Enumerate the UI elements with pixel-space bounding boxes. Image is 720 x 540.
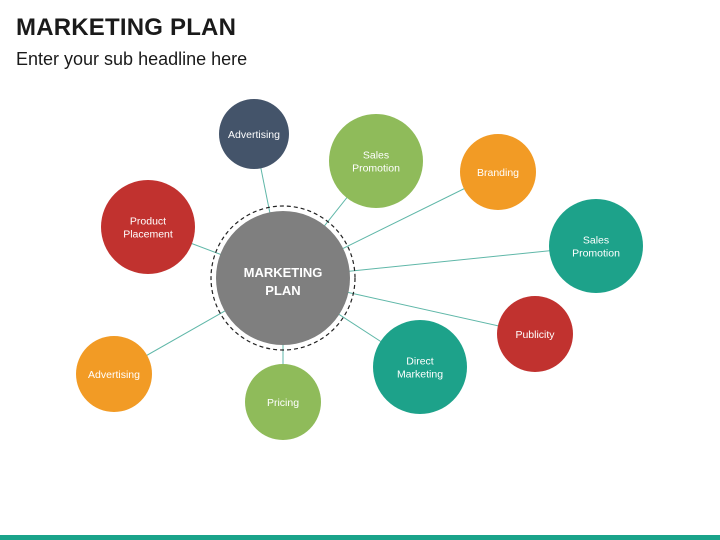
node-label: Pricing [267,397,299,409]
node-circle [101,180,195,274]
node-circle [373,320,467,414]
page-title: MARKETING PLAN [16,14,237,41]
node-label: Advertising [228,129,280,141]
page-subtitle: Enter your sub headline here [16,49,248,69]
node-label: Promotion [572,248,620,260]
node-label: Promotion [352,163,400,175]
node-label: Branding [477,167,519,179]
node-label: Marketing [397,369,443,381]
center-label-line-1: MARKETING [244,265,323,280]
node-circle [245,364,321,440]
center-label-line-2: PLAN [265,283,300,298]
node-2: Branding [460,134,536,210]
node-label: Sales [363,150,389,162]
node-label: Advertising [88,369,140,381]
node-label: Sales [583,235,609,247]
center-circle [216,211,350,345]
bottom-accent-bar [0,535,720,540]
node-label: Product [130,216,166,228]
node-label: Placement [123,229,173,241]
center-dashed-ring [210,205,356,351]
node-circle [219,99,289,169]
node-circle [460,134,536,210]
node-circle [76,336,152,412]
node-circle [497,296,573,372]
node-8: Pricing [245,364,321,440]
node-5: Publicity [497,296,573,372]
node-circle [549,199,643,293]
node-circle [329,114,423,208]
node-label: Direct [406,356,434,368]
node-label: Publicity [515,329,555,341]
node-7: Advertising [76,336,152,412]
node-0: Advertising [219,99,289,169]
